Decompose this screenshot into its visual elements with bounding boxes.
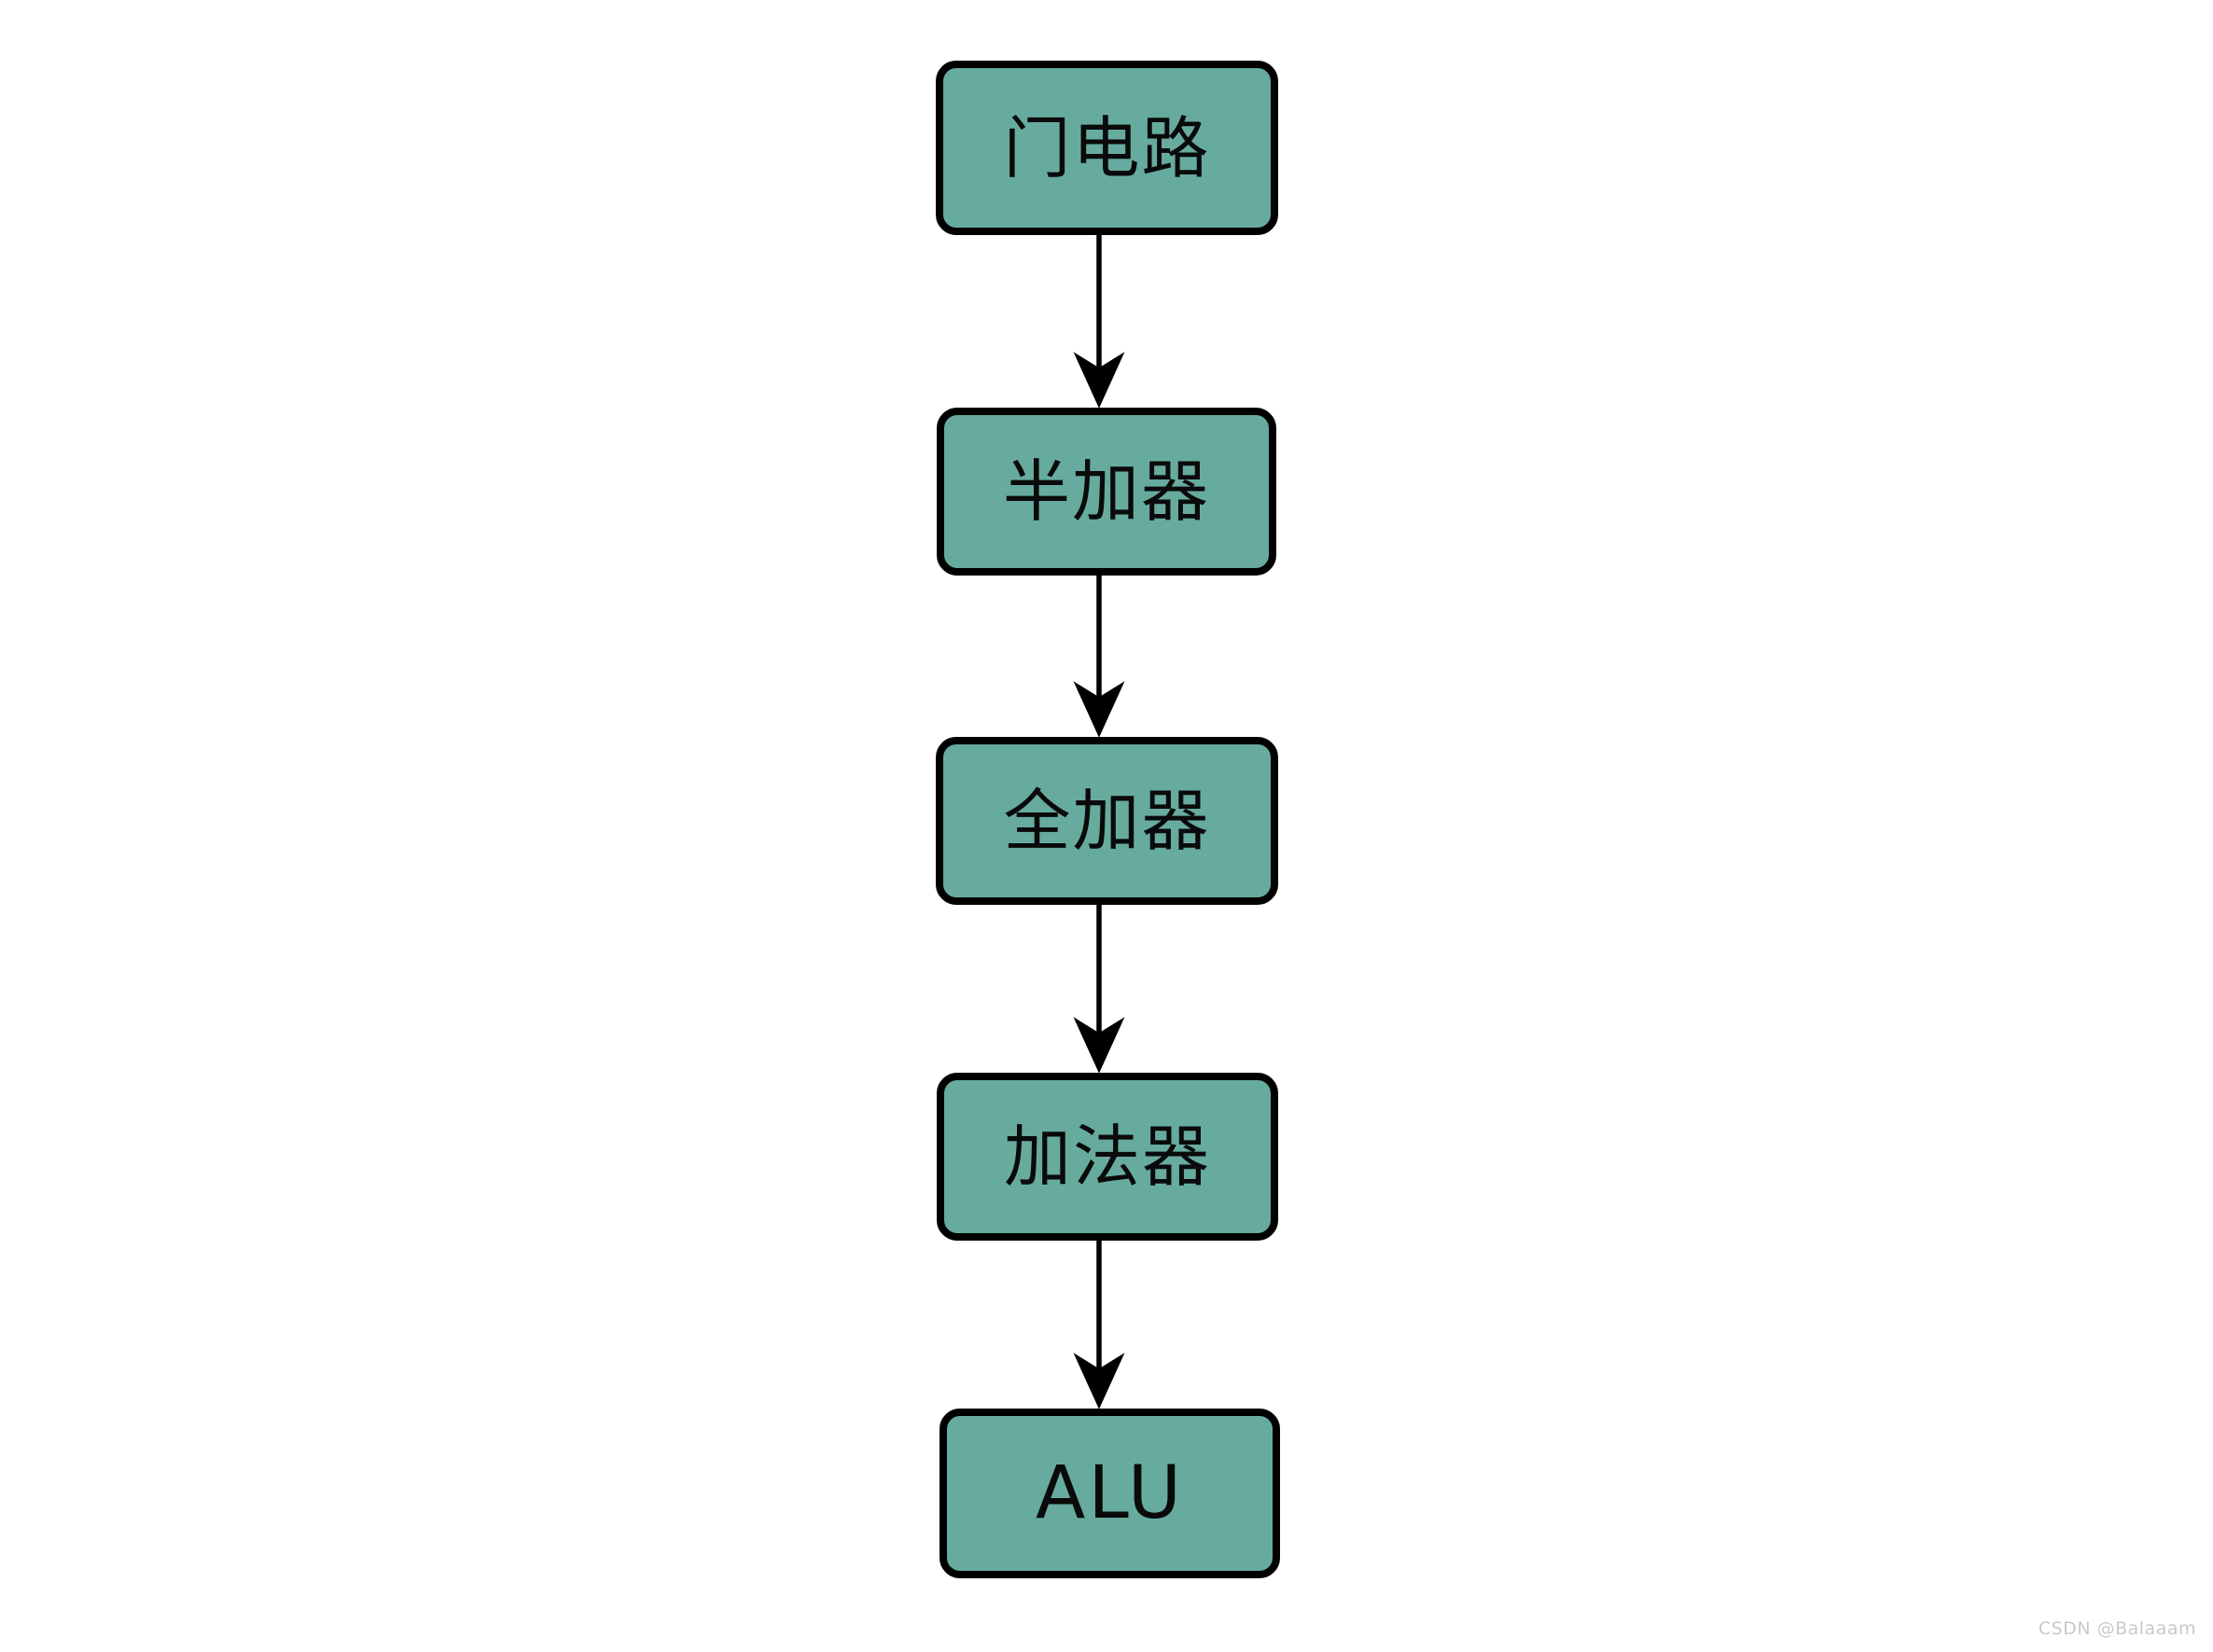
node-alu-label: ALU xyxy=(1035,1451,1185,1535)
node-alu[interactable]: ALU xyxy=(939,1409,1280,1578)
node-gate-label: 门电路 xyxy=(1003,108,1211,187)
watermark-text: CSDN @Balaaam xyxy=(2038,1618,2196,1639)
node-half-adder-label: 半加器 xyxy=(1002,452,1210,531)
node-adder[interactable]: 加法器 xyxy=(937,1073,1278,1241)
node-full-adder[interactable]: 全加器 xyxy=(936,737,1278,905)
node-adder-label: 加法器 xyxy=(1003,1118,1211,1196)
node-gate[interactable]: 门电路 xyxy=(936,61,1278,235)
node-half-adder[interactable]: 半加器 xyxy=(937,408,1276,576)
node-full-adder-label: 全加器 xyxy=(1003,782,1211,860)
